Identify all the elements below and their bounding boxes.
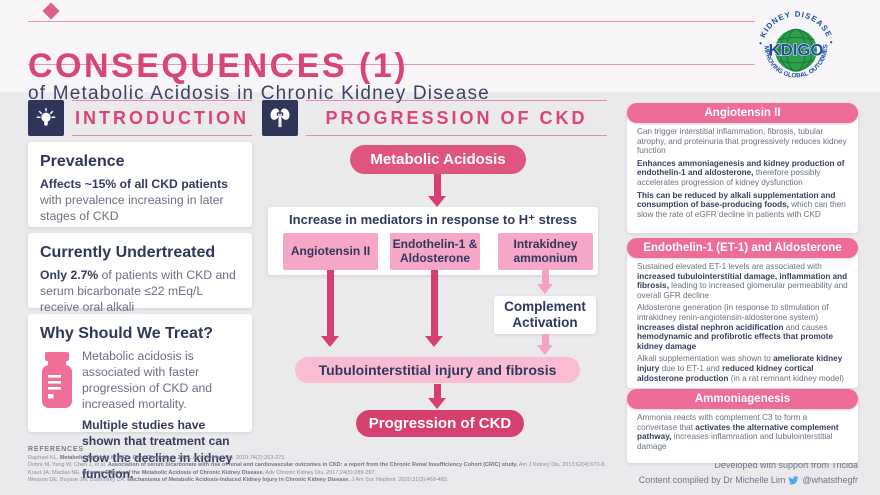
node-metabolic-acidosis: Metabolic Acidosis	[350, 145, 526, 174]
angiotensin-card-body: Can trigger interstitial inflammation, f…	[627, 113, 858, 233]
prevalence-paragraph: Affects ~15% of all CKD patients with pr…	[40, 177, 228, 224]
twitter-handle: @whatsthegfr	[802, 475, 858, 485]
title-rule-bottom	[28, 64, 755, 65]
ammoniagenesis-card-header: Ammoniagenesis	[627, 389, 858, 409]
arrow-injury-line	[434, 384, 441, 399]
angiotensin-card: Angiotensin II Can trigger interstitial …	[627, 103, 858, 233]
page-title: CONSEQUENCES (1)	[28, 46, 409, 85]
title-rule-top	[28, 21, 755, 22]
arrow-complement-head	[537, 345, 553, 355]
mediator-endothelin-aldosterone: Endothelin-1 & Aldosterone	[390, 233, 480, 270]
references-heading: REFERENCES	[28, 446, 84, 453]
arrow-ma-to-mediators-head	[428, 196, 446, 207]
undertreated-body: Only 2.7% of patients with CKD and serum…	[40, 267, 240, 315]
arrow-ammonium-head	[537, 284, 553, 294]
kidney-icon-box	[262, 100, 298, 136]
node-tubulointerstitial-injury: Tubulointerstitial injury and fibrosis	[295, 357, 580, 383]
prevalence-card: Prevalence Affects ~15% of all CKD patie…	[28, 142, 252, 227]
endothelin-card-header: Endothelin-1 (ET-1) and Aldosterone	[627, 238, 858, 258]
intro-section-title: INTRODUCTION	[72, 100, 252, 136]
arrow-ammonium-line	[542, 270, 549, 285]
why-treat-card: Why Should We Treat? Metabolic acidosis …	[28, 314, 252, 481]
ammoniagenesis-card: Ammoniagenesis Ammonia reacts with compl…	[627, 389, 858, 463]
twitter-icon	[788, 476, 799, 485]
references-block: REFERENCES Raphael KL. Metabolic Acidosi…	[28, 446, 668, 485]
angiotensin-card-header: Angiotensin II	[627, 103, 858, 123]
angiotensin-paragraph-2: Enhances ammoniagenesis and kidney produ…	[637, 158, 845, 187]
endothelin-paragraph-1: Sustained elevated ET-1 levels are assoc…	[637, 262, 848, 300]
lightbulb-icon	[36, 107, 56, 126]
undertreated-title: Currently Undertreated	[40, 244, 216, 261]
kdigo-registered: ®	[819, 57, 823, 64]
arrow-ma-to-mediators-line	[434, 174, 441, 197]
endothelin-card-body: Sustained elevated ET-1 levels are assoc…	[627, 248, 858, 388]
ammoniagenesis-paragraph-1: Ammonia reacts with complement C3 to for…	[637, 413, 839, 451]
reference-item: Dobre M, Yang W, Chen J, et al. Associat…	[28, 462, 606, 469]
endothelin-paragraph-3: Alkali supplementation was shown to amel…	[637, 354, 845, 383]
lightbulb-icon-box	[28, 100, 64, 136]
node-progression-of-ckd: Progression of CKD	[356, 410, 524, 437]
prevalence-title: Prevalence	[40, 153, 125, 170]
arrow-angiotensin-line	[327, 270, 334, 337]
angiotensin-paragraph-3: This can be reduced by alkali supplement…	[637, 190, 846, 219]
progression-section-title: PROGRESSION OF CKD	[306, 100, 607, 136]
arrow-endothelin-line	[431, 270, 438, 337]
pill-bottle-icon	[42, 352, 72, 408]
intro-section-header: INTRODUCTION	[28, 100, 252, 136]
reference-item: Wesson DE, Buysse JM, Bushinsky DA. Mech…	[28, 477, 449, 484]
arrow-angiotensin-head	[321, 336, 339, 347]
compiler-credit: Content compiled by Dr Michelle Lim	[638, 475, 786, 485]
undertreated-card: Currently Undertreated Only 2.7% of pati…	[28, 233, 252, 314]
credits-block: Developed with support from Tricida Cont…	[639, 458, 858, 488]
endothelin-card: Endothelin-1 (ET-1) and Aldosterone Sust…	[627, 238, 858, 388]
mediators-title: Increase in mediators in response to H⁺ …	[289, 212, 577, 227]
arrow-endothelin-head	[425, 336, 443, 347]
reference-item: Kraut JA, Madias NE. Adverse Effects of …	[28, 469, 376, 476]
header-band: CONSEQUENCES (1) of Metabolic Acidosis i…	[0, 0, 880, 104]
title-ornament-diamond	[42, 2, 60, 20]
kdigo-wordmark: KDIGO	[769, 40, 824, 59]
why-treat-title: Why Should We Treat?	[40, 325, 214, 342]
kdigo-logo: KDIGO ® • KIDNEY DISEASE • IMPROVING GLO…	[752, 2, 835, 80]
prevalence-body: Affects ~15% of all CKD patients with pr…	[40, 176, 240, 224]
progression-section-header: PROGRESSION OF CKD	[262, 100, 607, 136]
ammoniagenesis-card-body: Ammonia reacts with complement C3 to for…	[627, 399, 858, 463]
page-subtitle: of Metabolic Acidosis in Chronic Kidney …	[28, 82, 490, 104]
endothelin-paragraph-2: Aldosterone generation (in response to s…	[637, 303, 834, 351]
arrow-injury-head	[428, 398, 446, 409]
support-credit: Developed with support from Tricida	[714, 460, 858, 470]
arrow-complement-line	[542, 334, 549, 346]
undertreated-paragraph: Only 2.7% of patients with CKD and serum…	[40, 268, 236, 315]
mediator-intrakidney-ammonium: Intrakidney ammonium	[498, 233, 593, 270]
angiotensin-paragraph-1: Can trigger interstitial inflammation, f…	[637, 127, 847, 156]
why-treat-body: Metabolic acidosis is associated with fa…	[82, 348, 240, 487]
why-treat-paragraph-2: Multiple studies have shown that treatme…	[82, 418, 233, 481]
why-treat-paragraph-1: Metabolic acidosis is associated with fa…	[82, 349, 213, 412]
reference-item: Raphael KL. Metabolic Acidosis in CKD: C…	[28, 455, 286, 461]
node-complement-activation: Complement Activation	[494, 296, 596, 334]
mediator-angiotensin: Angiotensin II	[283, 233, 378, 270]
kidney-icon	[270, 108, 290, 128]
